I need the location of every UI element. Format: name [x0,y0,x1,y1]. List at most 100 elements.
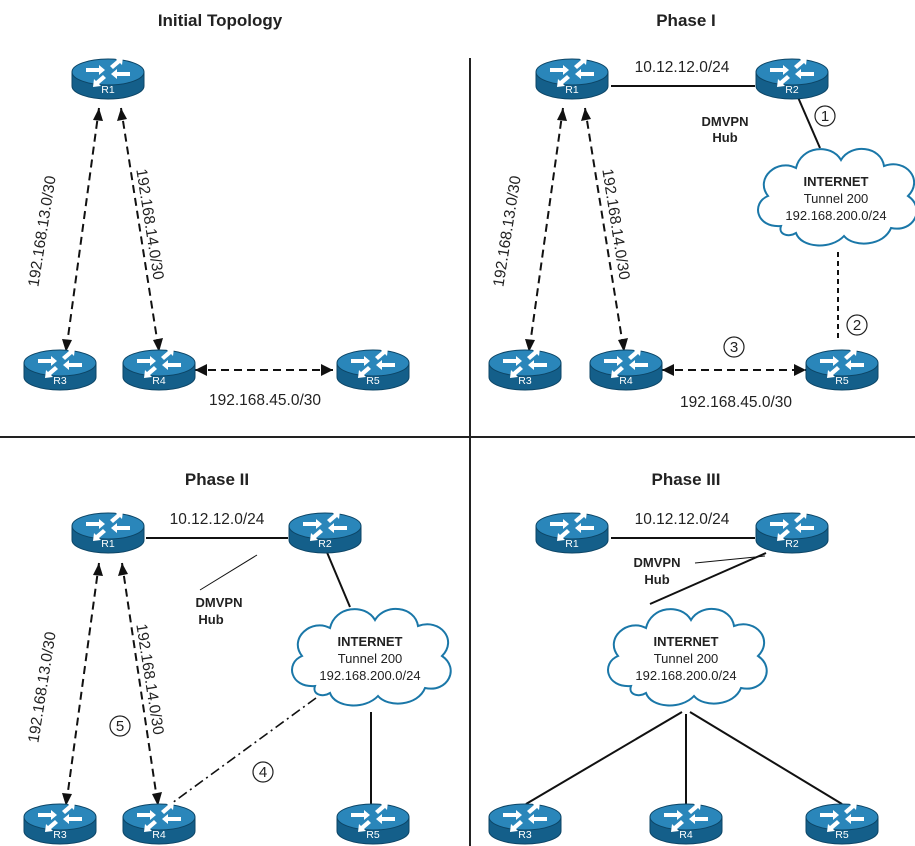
label-192-168-13: 192.168.13.0/30 [490,174,524,288]
step-5-marker: 5 [109,715,131,737]
svg-text:R5: R5 [835,375,849,387]
svg-text:Tunnel 200: Tunnel 200 [654,651,719,666]
svg-text:DMVPN: DMVPN [634,555,681,570]
arrowhead [152,792,162,806]
label-192-168-13: 192.168.13.0/30 [25,630,59,744]
router-r3: R3 [488,801,562,845]
router-r3: R3 [23,347,97,391]
link-r1-r3 [528,107,564,353]
arrowhead [581,108,591,121]
link-r1-r4 [584,107,625,353]
phase-3-title: Phase III [652,470,721,489]
router-r3: R3 [23,801,97,845]
link-r1-r3 [65,562,100,807]
svg-text:DMVPN: DMVPN [196,595,243,610]
router-r4: R4 [589,347,663,391]
link-internet-r3 [525,711,683,805]
arrowhead [557,108,567,121]
link-internet-r5 [689,711,843,805]
svg-text:Hub: Hub [712,130,737,145]
svg-text:3: 3 [730,339,738,356]
phase-2-title: Phase II [185,470,249,489]
internet-cloud: INTERNET Tunnel 200 192.168.200.0/24 [607,607,768,707]
svg-text:R2: R2 [785,84,799,96]
link-internet-r4 [167,697,317,807]
svg-text:Hub: Hub [198,612,223,627]
arrowhead [62,339,72,352]
svg-text:R5: R5 [366,375,380,387]
svg-text:2: 2 [853,317,861,334]
label-192-168-14: 192.168.14.0/30 [132,168,166,282]
link-r1-r4 [121,562,159,807]
svg-text:R3: R3 [518,829,532,841]
arrowhead [525,339,535,352]
phase-1-title: Phase I [656,11,716,30]
arrowhead [618,338,628,352]
svg-text:Hub: Hub [644,572,669,587]
router-r2: R2 [755,56,829,100]
svg-text:R4: R4 [619,375,633,387]
svg-text:R4: R4 [152,829,166,841]
label-10-12-12: 10.12.12.0/24 [635,511,730,528]
label-192-168-13: 192.168.13.0/30 [25,174,59,288]
link-r2-internet [796,94,821,149]
router-r5: R5 [805,347,879,391]
router-r4: R4 [122,801,196,845]
quadrant-phase-2: Phase II 10.12.12.0/24 192.168.13.0/30 1… [23,470,452,845]
link-r2-internet [649,552,767,605]
svg-text:R2: R2 [318,538,332,550]
internet-cloud: INTERNET Tunnel 200 192.168.200.0/24 [291,607,452,707]
dmvpn-hub-label: DMVPN Hub [702,114,749,145]
arrowhead [93,108,103,121]
svg-text:Tunnel 200: Tunnel 200 [338,651,403,666]
router-r4: R4 [649,801,723,845]
hub-callout-line [199,554,258,591]
router-r1: R1 [535,510,609,554]
svg-text:Tunnel 200: Tunnel 200 [804,191,869,206]
svg-text:192.168.200.0/24: 192.168.200.0/24 [635,668,736,683]
svg-text:R4: R4 [679,829,693,841]
svg-text:R5: R5 [366,829,380,841]
svg-text:R2: R2 [785,538,799,550]
svg-text:R1: R1 [565,538,579,550]
internet-cloud: INTERNET Tunnel 200 192.168.200.0/24 [757,147,915,247]
link-r1-r4 [120,107,160,353]
router-r1: R1 [535,56,609,100]
label-192-168-14: 192.168.14.0/30 [132,623,166,737]
router-r4: R4 [122,347,196,391]
svg-text:5: 5 [116,718,124,735]
step-4-marker: 4 [252,761,274,783]
quadrant-phase-3: Phase III 10.12.12.0/24 DMVPN Hub INTERN… [488,470,879,845]
svg-text:R3: R3 [53,375,67,387]
svg-text:R3: R3 [53,829,67,841]
hub-callout-line [694,555,766,564]
link-r1-r3 [65,107,100,353]
svg-text:R1: R1 [565,84,579,96]
svg-text:R1: R1 [101,538,115,550]
arrowhead [794,364,806,376]
link-r2-internet [325,549,351,608]
svg-text:192.168.200.0/24: 192.168.200.0/24 [319,668,420,683]
label-192-168-45: 192.168.45.0/30 [209,392,321,409]
router-r1: R1 [71,510,145,554]
svg-text:R4: R4 [152,375,166,387]
svg-text:1: 1 [821,108,829,125]
arrowhead [662,364,674,376]
arrowhead [117,108,127,121]
arrowhead [118,563,128,576]
initial-topology-title: Initial Topology [158,11,283,30]
arrowhead [321,364,333,376]
svg-text:DMVPN: DMVPN [702,114,749,129]
step-2-marker: 2 [846,314,868,336]
router-r5: R5 [336,347,410,391]
svg-text:4: 4 [259,764,267,781]
svg-text:INTERNET: INTERNET [338,634,403,649]
step-3-marker: 3 [723,336,745,358]
arrowhead [93,563,103,576]
router-r5: R5 [805,801,879,845]
svg-text:192.168.200.0/24: 192.168.200.0/24 [785,208,886,223]
arrowhead [195,364,207,376]
quadrant-initial-topology: Initial Topology 192.168.13.0/30 192.168… [23,11,410,409]
router-r2: R2 [288,510,362,554]
svg-text:INTERNET: INTERNET [804,174,869,189]
